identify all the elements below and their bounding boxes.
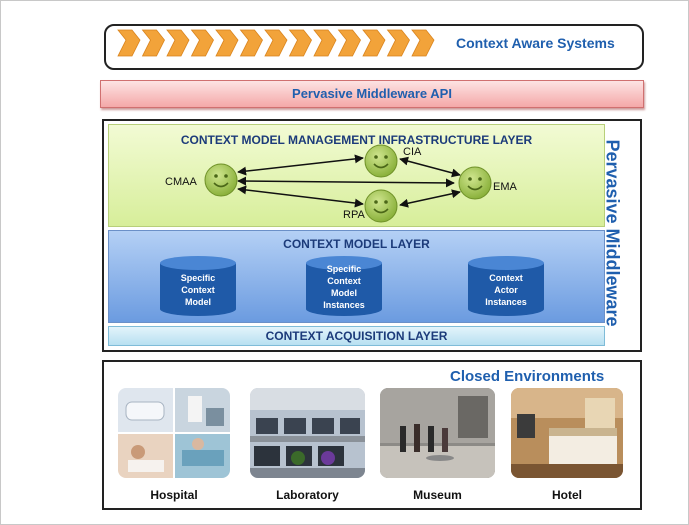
store-3-line-1: Context (489, 273, 523, 283)
rpa-label: RPA (343, 209, 365, 221)
museum-label: Museum (413, 488, 462, 502)
store-1-line-1: Specific (180, 273, 216, 283)
context-aware-systems-box: Context Aware Systems (104, 24, 644, 70)
chevron-arrow (362, 29, 386, 57)
store-3-line-3: Instances (485, 297, 527, 307)
store-2-line-2: Context (327, 276, 361, 286)
cia-label: CIA (403, 146, 422, 158)
chevron-arrow (411, 29, 435, 57)
ema-label: EMA (493, 181, 517, 193)
chevron-arrow (190, 29, 214, 57)
chevron-arrow (313, 29, 337, 57)
cmaa-label: CMAA (165, 176, 197, 188)
store-2-line-3: Model (331, 288, 357, 298)
hospital-label: Hospital (150, 488, 198, 502)
chevron-arrow (264, 29, 288, 57)
context-model-layer-title: CONTEXT MODEL LAYER (283, 237, 430, 251)
store-2-line-4: Instances (323, 300, 365, 310)
hotel-label: Hotel (552, 488, 582, 502)
specific-context-model-store: Specific Context Model (159, 255, 237, 317)
store-3-line-2: Actor (494, 285, 518, 295)
laboratory-photo (250, 388, 365, 478)
chevron-row (117, 29, 435, 57)
chevron-arrow (386, 29, 410, 57)
chevron-arrow (117, 29, 141, 57)
chevron-arrow (166, 29, 190, 57)
chevron-arrow (337, 29, 361, 57)
store-1-line-3: Model (185, 297, 211, 307)
context-acquisition-layer-title: CONTEXT ACQUISITION LAYER (265, 329, 448, 343)
museum-photo (380, 388, 495, 478)
middleware-api-label: Pervasive Middleware API (292, 86, 452, 101)
context-aware-systems-title: Context Aware Systems (456, 35, 615, 51)
chevron-arrow (288, 29, 312, 57)
specific-context-model-instances-store: Specific Context Model Instances (305, 255, 383, 317)
cmmi-layer-title: CONTEXT MODEL MANAGEMENT INFRASTRUCTURE … (180, 133, 533, 147)
store-1-line-2: Context (181, 285, 215, 295)
chevron-arrow (215, 29, 239, 57)
context-actor-instances-store: Context Actor Instances (467, 255, 545, 317)
context-acquisition-layer: CONTEXT ACQUISITION LAYER (108, 326, 605, 346)
chevron-arrow (141, 29, 165, 57)
laboratory-label: Laboratory (276, 488, 339, 502)
middleware-api-bar: Pervasive Middleware API (100, 80, 644, 108)
store-2-line-1: Specific (326, 264, 362, 274)
chevron-arrow (239, 29, 263, 57)
hospital-photo (118, 388, 230, 478)
closed-environments-title: Closed Environments (450, 368, 605, 385)
hotel-photo (511, 388, 623, 478)
